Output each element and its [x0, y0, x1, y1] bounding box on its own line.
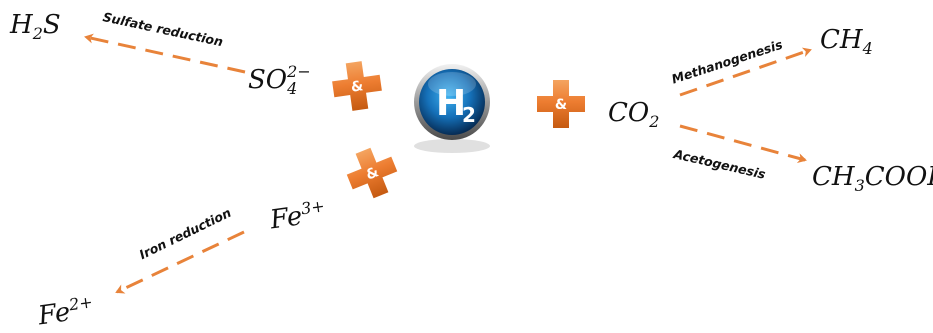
svg-text:&: &	[555, 97, 567, 113]
h2-button: H 2	[414, 64, 490, 153]
plus-icon-so4: &	[332, 61, 382, 111]
species-ch4: CH4	[820, 25, 873, 59]
h2-label: H	[436, 83, 466, 124]
species-h2s: H2S	[10, 10, 61, 44]
species-ch3cooh: CH3COOH	[812, 162, 933, 196]
svg-text:&: &	[364, 164, 381, 183]
arrow-acetogenesis	[679, 124, 807, 163]
plus-icon-co2: &	[537, 80, 585, 128]
arrow-methanogenesis	[679, 47, 812, 97]
species-co2: CO2	[608, 98, 660, 132]
h2-subscript: 2	[462, 103, 476, 127]
arrow-iron	[115, 230, 245, 294]
plus-icon-fe3: &	[346, 147, 398, 199]
svg-text:&: &	[350, 78, 364, 96]
